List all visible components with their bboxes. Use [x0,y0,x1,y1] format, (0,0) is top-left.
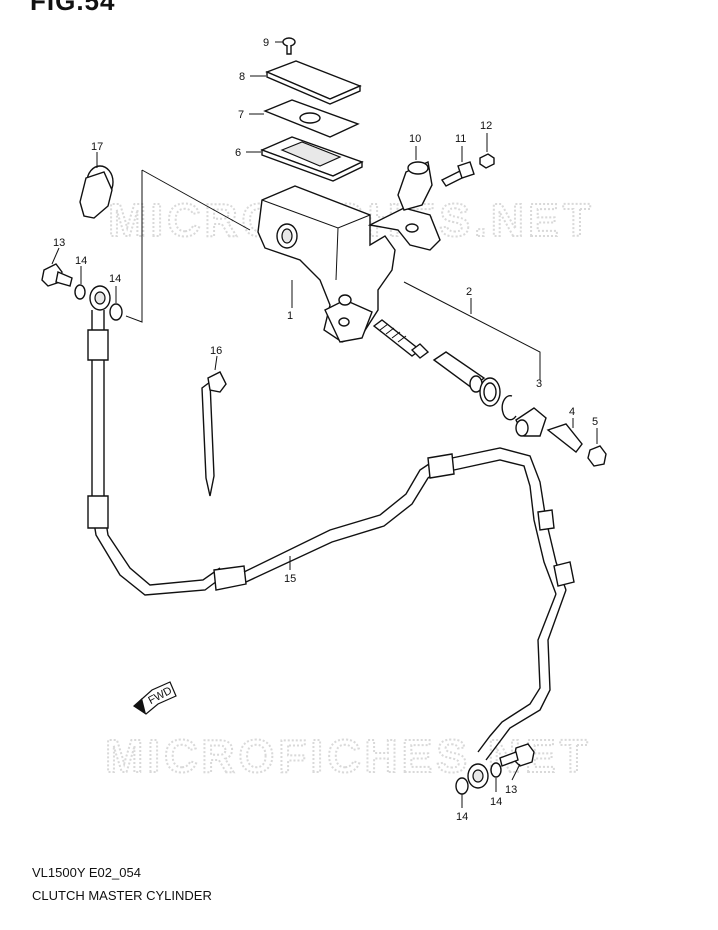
part-4-push-rod [546,418,583,453]
part-13-banjo-bolt-upper [41,247,73,287]
callout-17: 17 [91,141,103,153]
callout-1: 1 [287,310,293,322]
callout-9: 9 [263,37,269,49]
model-code: VL1500Y E02_054 [32,865,141,880]
diagram-caption: CLUTCH MASTER CYLINDER [32,888,212,903]
part-12-nut [479,133,495,169]
callout-11: 11 [455,133,466,145]
part-6-diaphragm [246,136,364,182]
part-11-bolt [440,146,475,187]
part-14-washer-lower-b [455,777,469,808]
part-7-diaphragm-plate [249,99,360,138]
callout-15: 15 [284,573,296,585]
part-13-banjo-bolt-lower [499,743,535,781]
callout-12: 12 [480,120,492,132]
part-17-lever-boot [79,152,114,219]
callout-7: 7 [238,109,244,121]
hose-banjo-fitting-upper [89,285,111,311]
part-8-reservoir-cap [250,60,362,105]
callout-14-lower-b: 14 [456,811,468,823]
figure-title: FIG.54 [30,0,116,16]
callout-3: 3 [536,378,542,390]
part-5-nut [587,428,607,467]
callout-13-upper: 13 [53,237,65,249]
forward-arrow-icon: FWD [133,681,177,715]
callout-14-upper-b: 14 [109,273,121,285]
callout-2: 2 [466,286,472,298]
part-14-washer-upper-b [109,286,123,321]
circlip [501,395,517,421]
callout-14-lower-a: 14 [490,796,502,808]
callout-14-upper-a: 14 [75,255,87,267]
callout-8: 8 [239,71,245,83]
part-1-master-cylinder-body [257,185,441,343]
callout-13-lower: 13 [505,784,517,796]
part-14-washer-upper-a [74,266,86,300]
hose-banjo-fitting-lower [467,763,489,789]
part-16-hose-clamp [201,355,227,497]
dust-boot [515,407,547,437]
callout-10: 10 [409,133,421,145]
part-9-screw [275,37,296,55]
callout-16: 16 [210,345,222,357]
part-3-piston [432,351,501,407]
part-2-piston-set [372,281,541,380]
part-14-washer-lower-a [490,762,502,792]
part-10-lever-holder [397,146,433,211]
part-15-clutch-hose [87,310,575,761]
callout-6: 6 [235,147,241,159]
callout-4: 4 [569,406,575,418]
callout-5: 5 [592,416,598,428]
